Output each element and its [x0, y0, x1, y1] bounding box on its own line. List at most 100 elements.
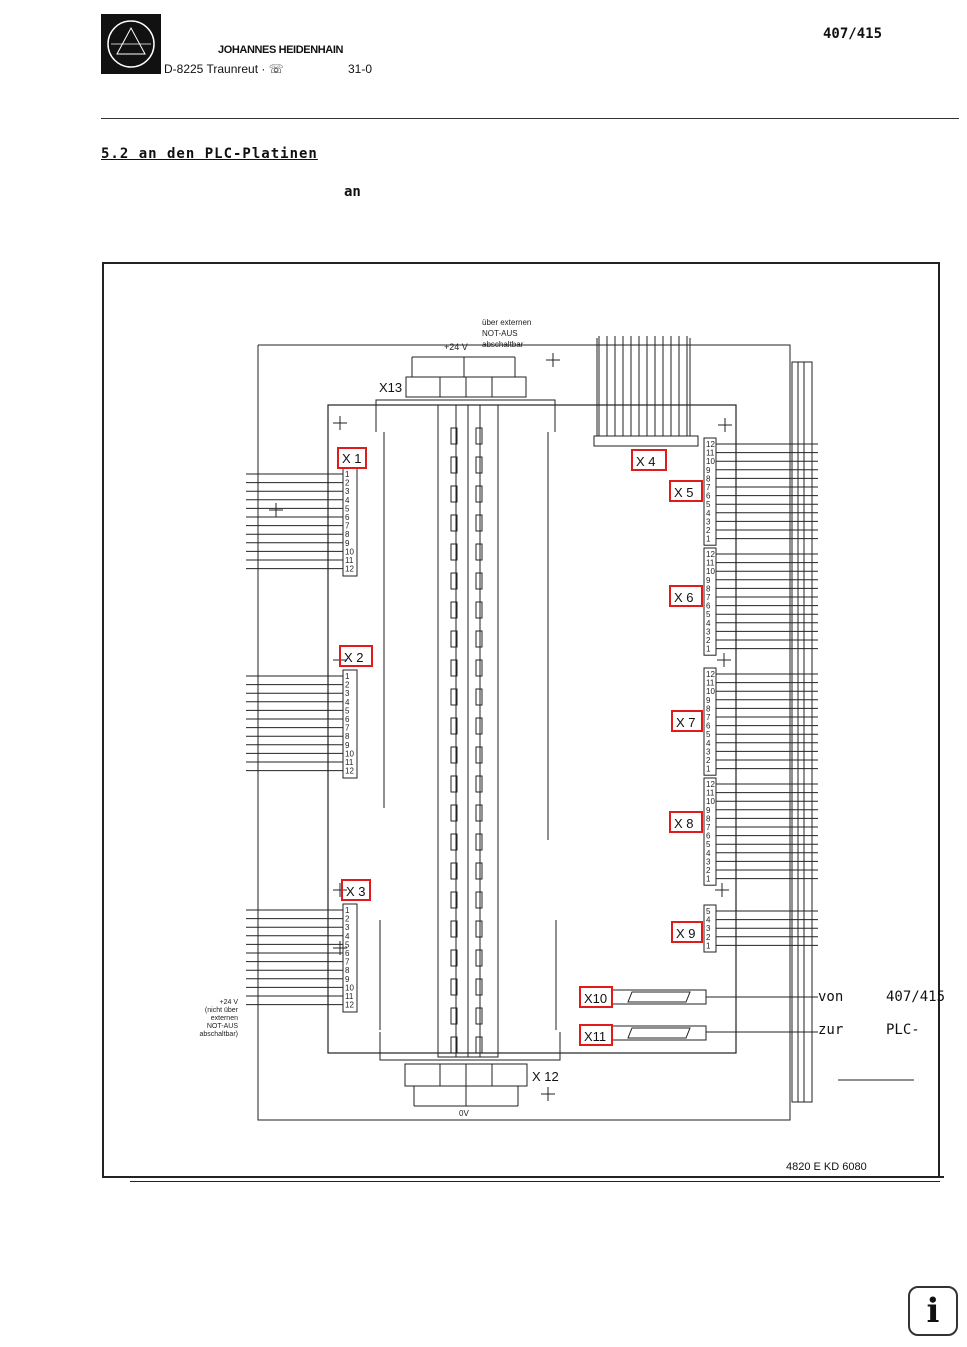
company-phone: 31-0 — [348, 62, 373, 76]
left-note-line-4: NOT-AUS — [207, 1023, 238, 1030]
connector-highlight-x3 — [341, 879, 371, 901]
bus-slot — [475, 456, 483, 474]
frame-rule — [106, 1176, 944, 1178]
x11-direction-label: zur — [818, 1022, 843, 1038]
company-address: D-8225 Traunreut · ☏ — [164, 62, 284, 76]
connector-label-x9: X 9 — [676, 926, 696, 941]
connector-label-x12: X 12 — [532, 1069, 559, 1084]
connector-label-x6: X 6 — [674, 590, 694, 605]
x8-pin-label: 10 — [706, 797, 715, 806]
x5-pin-label: 2 — [706, 526, 711, 535]
bus-slot — [475, 833, 483, 851]
x3-pin-label: 12 — [345, 1001, 354, 1010]
x1-pin-label: 7 — [345, 522, 350, 531]
x7-pin-label: 10 — [706, 687, 715, 696]
x7-pin-label: 2 — [706, 756, 711, 765]
x3-pin-label: 8 — [345, 966, 350, 975]
connector-highlight-x11 — [579, 1024, 613, 1046]
x3-pin-label: 3 — [345, 923, 350, 932]
x7-pin-label: 3 — [706, 747, 711, 756]
connector-highlight-x4 — [631, 449, 667, 471]
x2-pin-label: 1 — [345, 672, 350, 681]
drawing-number: 4820 E KD 6080 — [786, 1161, 867, 1173]
x8-pin-label: 2 — [706, 866, 711, 875]
x3-pin-label: 2 — [345, 915, 350, 924]
x5-pin-label: 8 — [706, 474, 711, 483]
bus-slot — [450, 456, 458, 474]
x6-pin-strip — [703, 547, 717, 656]
bus-slot — [475, 804, 483, 822]
top-note-line-3: abschaltbar — [482, 340, 524, 349]
bus-slot — [450, 804, 458, 822]
bus-slot — [475, 775, 483, 793]
x7-pin-label: 1 — [706, 765, 711, 774]
x9-pin-label: 4 — [706, 916, 711, 925]
header-rule — [101, 118, 959, 119]
x9-pin-strip — [703, 904, 717, 953]
x5-pin-label: 9 — [706, 466, 711, 475]
connector-highlight-x2 — [339, 645, 373, 667]
bus-slot — [475, 1007, 483, 1025]
bus-slot — [450, 920, 458, 938]
x3-pin-label: 7 — [345, 958, 350, 967]
x7-pin-label: 11 — [706, 679, 715, 688]
bus-slot — [475, 862, 483, 880]
connector-label-x5: X 5 — [674, 485, 694, 500]
bus-slot — [450, 746, 458, 764]
x7-pin-label: 6 — [706, 722, 711, 731]
x7-pin-label: 5 — [706, 730, 711, 739]
x5-pin-label: 7 — [706, 483, 711, 492]
x1-pin-label: 1 — [345, 470, 350, 479]
x1-pin-label: 4 — [345, 496, 350, 505]
info-icon[interactable]: i — [908, 1286, 958, 1336]
x6-pin-label: 11 — [706, 559, 715, 568]
x1-pin-label: 6 — [345, 513, 350, 522]
x2-pin-label: 10 — [345, 749, 354, 758]
top-note-line-2: NOT-AUS — [482, 329, 518, 338]
x8-pin-label: 11 — [706, 789, 715, 798]
x2-pin-label: 2 — [345, 681, 350, 690]
section-subtitle: an — [344, 184, 361, 200]
connector-label-x3: X 3 — [346, 884, 366, 899]
x5-pin-label: 12 — [706, 440, 715, 449]
bus-slot — [450, 949, 458, 967]
x1-pin-label: 2 — [345, 479, 350, 488]
bus-slot — [475, 746, 483, 764]
x8-pin-label: 9 — [706, 806, 711, 815]
x7-pin-label: 4 — [706, 739, 711, 748]
connector-highlight-x8 — [669, 811, 703, 833]
bus-slot — [475, 978, 483, 996]
x5-pin-label: 5 — [706, 500, 711, 509]
x6-pin-label: 1 — [706, 645, 711, 654]
x1-pin-label: 12 — [345, 565, 354, 574]
x2-pin-label: 5 — [345, 706, 350, 715]
bus-slot — [450, 862, 458, 880]
top-voltage-label: +24 V — [444, 342, 468, 352]
x8-pin-label: 12 — [706, 780, 715, 789]
connector-highlight-x1 — [337, 447, 367, 469]
left-note-line-3: externen — [211, 1015, 238, 1022]
connector-label-x1: X 1 — [342, 451, 362, 466]
bus-slot — [450, 601, 458, 619]
bus-slot — [450, 717, 458, 735]
x6-pin-label: 5 — [706, 610, 711, 619]
x6-pin-label: 2 — [706, 636, 711, 645]
x2-pin-label: 8 — [345, 732, 350, 741]
document-number: 407/415 — [823, 26, 883, 42]
x3-pin-label: 4 — [345, 932, 350, 941]
connector-label-x8: X 8 — [674, 816, 694, 831]
bus-slot — [475, 427, 483, 445]
connector-highlight-x6 — [669, 585, 703, 607]
x5-pin-strip — [703, 437, 717, 546]
x1-pin-label: 10 — [345, 547, 354, 556]
x7-pin-label: 7 — [706, 713, 711, 722]
x7-pin-strip — [703, 667, 717, 776]
top-note-line-1: über externen — [482, 318, 531, 327]
bus-slot — [475, 601, 483, 619]
bus-slot — [475, 543, 483, 561]
x3-pin-label: 10 — [345, 983, 354, 992]
x1-pin-label: 11 — [345, 556, 354, 565]
bus-slot — [450, 891, 458, 909]
x1-pin-label: 5 — [345, 504, 350, 513]
x5-pin-label: 11 — [706, 449, 715, 458]
